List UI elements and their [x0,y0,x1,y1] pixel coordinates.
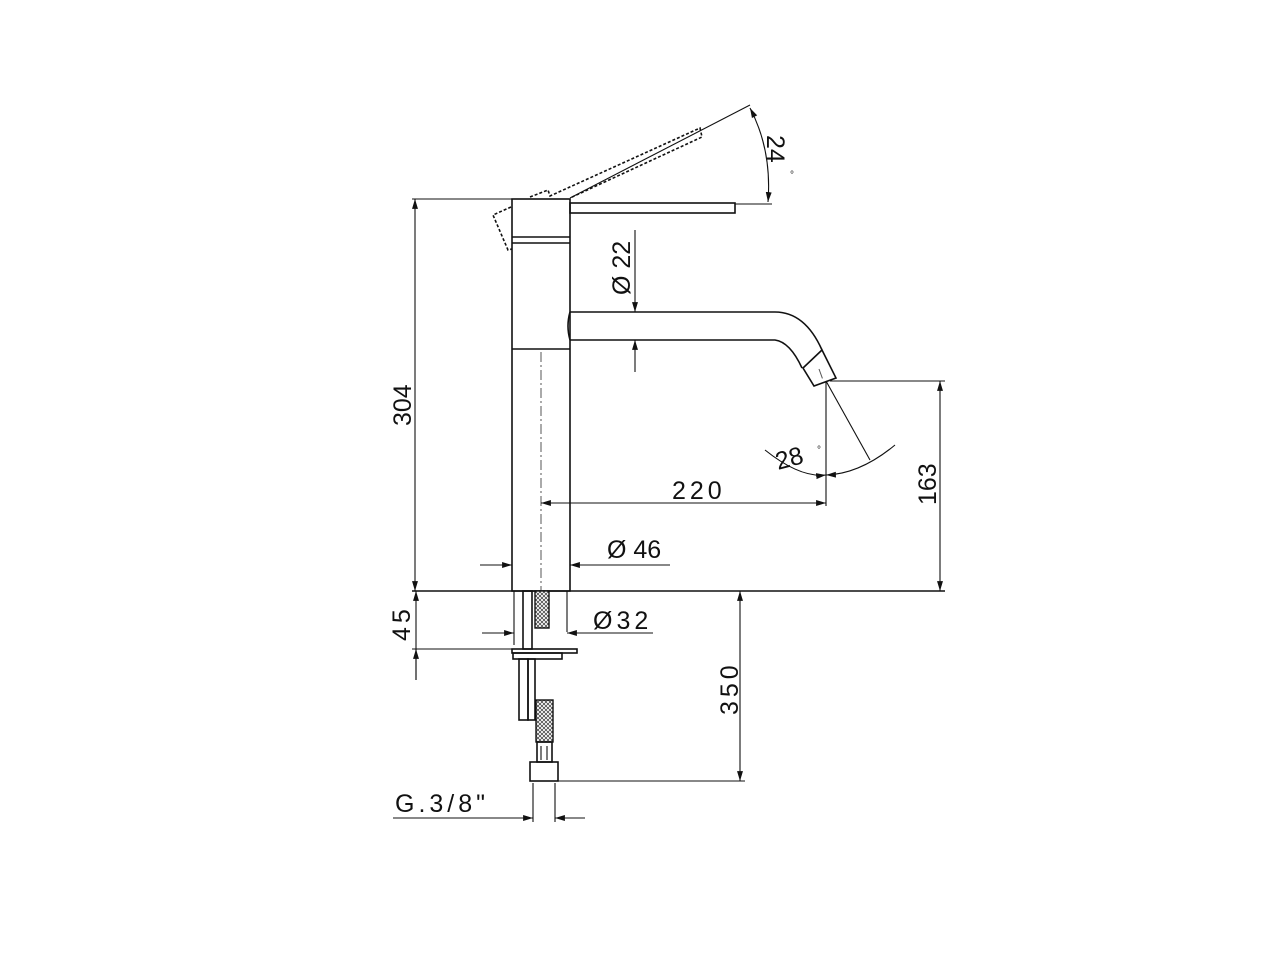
spout-height-dimension: 163 [830,380,945,591]
thread-label: G.3/8" [395,790,489,818]
lever-angle-label: 24 [761,135,789,163]
shank-diameter-label: Ø32 [593,607,652,635]
thread-dimension: G.3/8" [393,783,585,822]
spout-diameter-dimension: Ø 22 [608,230,638,372]
degree-symbol: ° [790,170,794,181]
deck-thickness-label: 45 [388,605,416,641]
hose-length-dimension: 350 [558,591,745,782]
spray-angle-dimension: 28 ° [764,380,896,506]
lever-handle [569,202,736,214]
spout-reach-label: 220 [672,477,726,505]
shank-and-hoses [511,590,578,782]
body-diameter-label: Ø 46 [607,536,661,564]
total-height-dimension: 304 [389,198,512,591]
spout-diameter-label: Ø 22 [608,241,636,295]
lever-angle-dimension: 24 ° [569,104,794,205]
deck-thickness-dimension: 45 [388,591,512,680]
spout [567,311,838,387]
degree-symbol: ° [817,445,821,456]
faucet-body [511,198,571,592]
lever-raised-outline [491,126,703,251]
shank-diameter-dimension: Ø32 [482,607,653,636]
spray-angle-label: 28 [772,442,806,476]
spout-reach-dimension: 220 [541,477,826,506]
total-height-label: 304 [389,384,417,426]
hose-length-label: 350 [716,661,744,715]
spout-height-label: 163 [914,463,942,505]
body-diameter-dimension: Ø 46 [480,536,670,568]
